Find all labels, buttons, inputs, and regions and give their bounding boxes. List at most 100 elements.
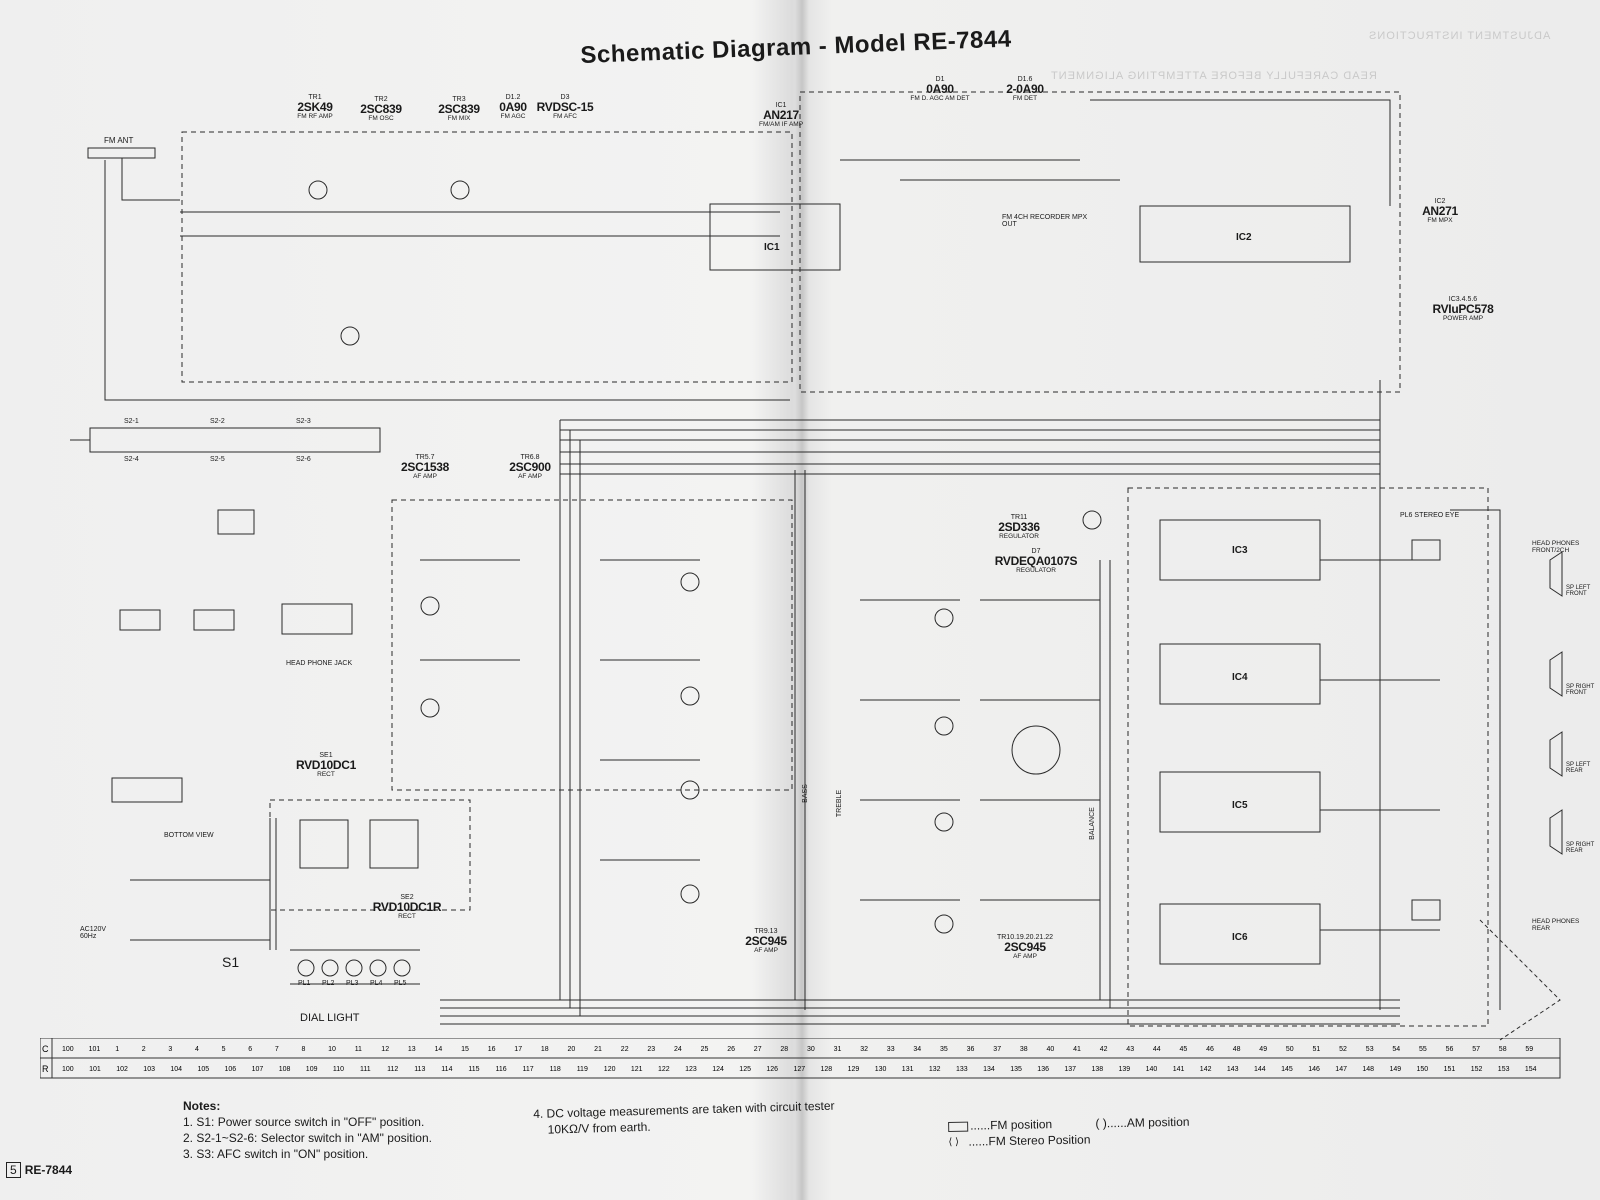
ruler-r-nums-number: 150 (1417, 1066, 1429, 1073)
ic6-label: IC6 (1232, 932, 1248, 943)
dial-lamp-label-1: PL1 (298, 980, 311, 987)
ruler-c-nums-number: 37 (993, 1046, 1001, 1053)
dial-lamp-label-3: PL3 (346, 980, 359, 987)
ruler-r-nums-number: 139 (1119, 1066, 1131, 1073)
ruler-r-nums-number: 114 (441, 1066, 452, 1073)
ruler-c-nums-number: 35 (940, 1046, 948, 1053)
ruler-r-nums-number: 146 (1308, 1066, 1320, 1073)
ruler-c-nums-number: 52 (1339, 1046, 1347, 1053)
ruler-c-nums-number: 27 (754, 1046, 762, 1053)
mid-component-6-part: RVD10DC1R (372, 900, 442, 915)
top-component-6-part: AN217 (763, 108, 799, 123)
ruler-r-nums-number: 126 (766, 1066, 778, 1073)
top-component-2-part: 2SC839 (360, 102, 402, 117)
top-component-6-role: FM/AM IF AMP (758, 120, 804, 128)
ruler-r-nums-number: 132 (929, 1066, 941, 1073)
notes-block: Notes: 1. S1: Power source switch in "OF… (183, 1098, 432, 1162)
ruler-c-nums-number: 55 (1419, 1046, 1427, 1053)
speaker-left-rear-label: SP LEFT REAR (1566, 762, 1591, 774)
ruler-c-nums-number: 28 (780, 1046, 788, 1053)
top-component-3-ref: TR3 (452, 96, 466, 103)
am-position-text: ( )......AM position (1095, 1114, 1190, 1131)
mid-component-8-ref: TR10.19.20.21.22 (996, 934, 1054, 941)
notes-heading: Notes: (183, 1099, 221, 1113)
ruler-r-nums-number: 142 (1200, 1066, 1212, 1073)
ruler-r-nums-number: 101 (89, 1066, 101, 1073)
ruler-c-nums-number: 101 (89, 1046, 101, 1053)
ruler-c-nums-number: 45 (1180, 1046, 1188, 1053)
ruler-r-nums-number: 115 (468, 1066, 479, 1073)
top-component-3-part: 2SC839 (438, 102, 480, 117)
speaker-right-rear-label: SP RIGHT REAR (1566, 842, 1595, 854)
mid-component-1-part: 2SC1538 (401, 460, 449, 475)
top-component-2-ref: TR2 (374, 96, 388, 103)
ic2-label: IC2 (1236, 232, 1252, 243)
mid-component-4-ref: D7 (1031, 548, 1041, 555)
ruler-r-nums-number: 148 (1362, 1066, 1374, 1073)
ruler-r-nums-number: 117 (523, 1066, 534, 1073)
ruler-r-nums-number: 121 (631, 1066, 643, 1073)
speaker-right-front-label: SP RIGHT FRONT (1566, 684, 1595, 696)
right-component-2-part: RVIuPC578 (1432, 302, 1494, 317)
power-switch-label: S1 (222, 954, 240, 970)
ruler-r-nums-number: 119 (577, 1066, 588, 1073)
top-component-7-ref: D1 (935, 76, 945, 83)
ruler-c-nums-number: 25 (701, 1046, 709, 1053)
ruler-c-nums-number: 17 (514, 1046, 522, 1053)
ic5-label: IC5 (1232, 800, 1248, 811)
ruler-c-nums-number: 38 (1020, 1046, 1028, 1053)
ruler-c-nums-number: 13 (408, 1046, 416, 1053)
ruler-r-nums-number: 103 (143, 1066, 155, 1073)
ruler-c-nums-number: 18 (541, 1046, 549, 1053)
mid-component-7-ref: TR9.13 (754, 928, 778, 935)
ruler-r-nums-number: 136 (1037, 1066, 1049, 1073)
ruler-r-nums-number: 141 (1173, 1066, 1185, 1073)
top-component-4-role: FM AGC (500, 112, 526, 120)
ruler-c-nums-number: 59 (1525, 1046, 1533, 1053)
ruler-r-nums-number: 127 (794, 1066, 806, 1073)
note-1: 1. S1: Power source switch in "OFF" posi… (183, 1115, 425, 1129)
mid-component-5-role: RECT (317, 770, 335, 778)
ruler-c-nums-number: 56 (1446, 1046, 1454, 1053)
dial-light-label: DIAL LIGHT (300, 1012, 360, 1024)
mid-component-2-role: AF AMP (518, 472, 542, 480)
top-component-3-role: FM MIX (447, 114, 471, 122)
mid-component-2-ref: TR6.8 (520, 454, 540, 461)
ruler-r-nums-number: 109 (306, 1066, 318, 1073)
selector-switch-label-6: S2-6 (296, 456, 311, 463)
ruler-c-nums-number: 6 (248, 1046, 252, 1053)
page-number: 5 (6, 1162, 21, 1178)
ruler-r-nums-number: 149 (1390, 1066, 1402, 1073)
mid-component-1-ref: TR5.7 (415, 454, 435, 461)
ruler-c-nums-number: 42 (1100, 1046, 1108, 1053)
ruler-r-nums-number: 144 (1254, 1066, 1266, 1073)
ruler-c-nums-number: 57 (1472, 1046, 1480, 1053)
head-phone-jack-label: HEAD PHONE JACK (286, 660, 353, 667)
ruler-r-nums-number: 105 (198, 1066, 210, 1073)
mid-component-7-part: 2SC945 (745, 934, 787, 949)
ruler-row-c: C (42, 1044, 49, 1054)
ruler-r-nums-number: 140 (1146, 1066, 1158, 1073)
ruler-r-nums-number: 104 (170, 1066, 182, 1073)
top-component-4-part: 0A90 (499, 100, 527, 115)
mid-component-7-role: AF AMP (754, 946, 778, 954)
ruler-c-nums-number: 49 (1259, 1046, 1267, 1053)
ruler-c-nums-number: 54 (1392, 1046, 1400, 1053)
top-component-7-role: FM D. AGC AM DET (910, 94, 970, 102)
ruler-r-nums-number: 151 (1444, 1066, 1456, 1073)
ruler-c-nums-number: 58 (1499, 1046, 1507, 1053)
ruler-c-nums-number: 16 (488, 1046, 496, 1053)
mid-component-5-part: RVD10DC1 (295, 758, 357, 773)
fm-stereo-symbol: ⟨ ⟩ (948, 1136, 960, 1148)
top-component-1-part: 2SK49 (297, 100, 333, 115)
headphones-rear-label: HEAD PHONES REAR (1532, 918, 1580, 932)
top-component-5-part: RVDSC-15 (536, 100, 594, 115)
bottom-view-label: BOTTOM VIEW (164, 832, 214, 839)
ruler-r-nums-number: 123 (685, 1066, 697, 1073)
